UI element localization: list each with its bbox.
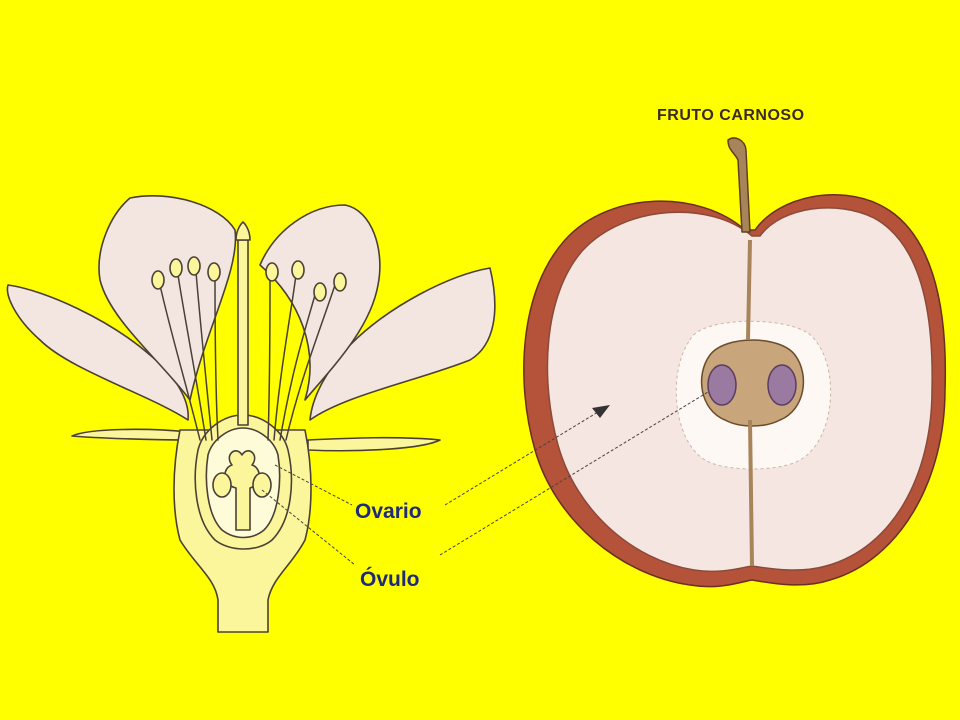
label-ovulo: Óvulo: [360, 567, 420, 591]
petal-left-inner: [98, 195, 237, 401]
apple-seed-left: [707, 364, 737, 406]
anthers: [151, 256, 347, 302]
petal-right-inner: [259, 204, 381, 401]
ovule-cluster: [212, 450, 272, 531]
flower-illustration: [6, 195, 496, 633]
fruit-title: FRUTO CARNOSO: [657, 107, 805, 124]
pistil-stigma: [235, 221, 251, 241]
stamens: [159, 271, 336, 441]
arrow-head-icon: [592, 405, 610, 418]
ovulo-leader-fruit: [439, 391, 709, 556]
apple-illustration: [523, 137, 947, 588]
apple-seed-right: [767, 364, 797, 406]
leader-lines: [261, 391, 709, 566]
sepal-right: [307, 436, 441, 452]
apple-core-line: [746, 239, 754, 567]
sepal-left: [71, 428, 191, 441]
label-ovario: Ovario: [355, 500, 422, 523]
pistil-style: [237, 239, 249, 426]
ovario-leader-flower: [274, 464, 353, 506]
apple-stem: [727, 137, 751, 233]
